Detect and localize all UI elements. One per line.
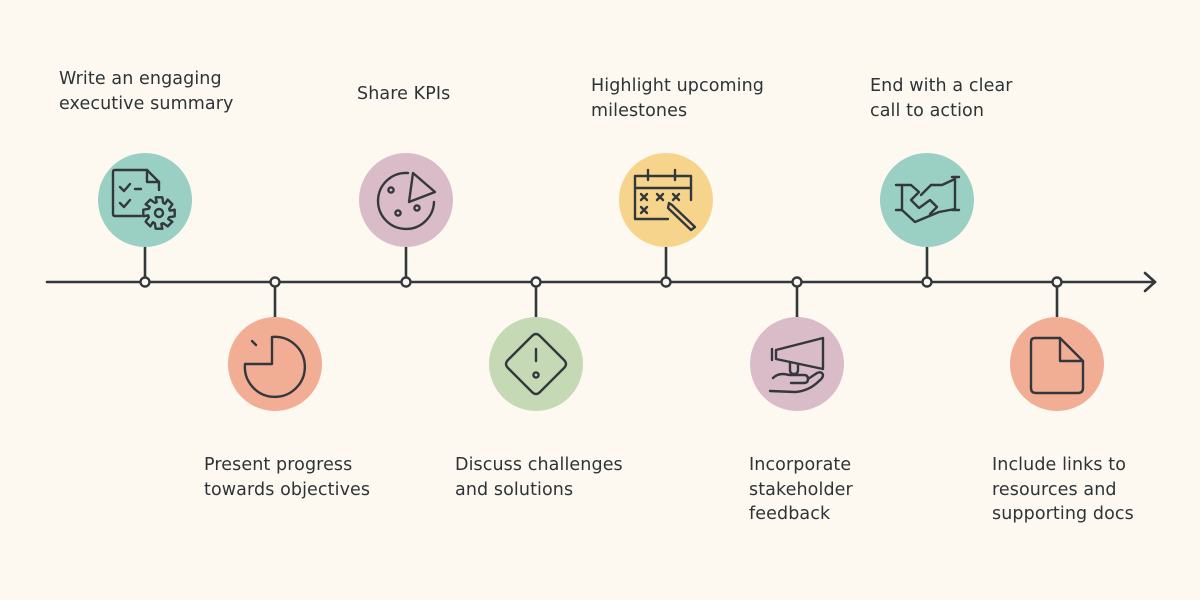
step-label-line: Share KPIs xyxy=(357,84,451,104)
step-label: Incorporate stakeholder feedback xyxy=(749,453,853,527)
timeline-step xyxy=(880,153,974,288)
timeline-axis xyxy=(45,271,1157,293)
step-label-line: and solutions xyxy=(455,479,574,500)
step-icon-badge xyxy=(619,153,713,247)
step-label: Share KPIs xyxy=(357,82,450,107)
step-label-line: milestones xyxy=(591,100,688,121)
step-label: Present progress towards objectives xyxy=(204,453,370,502)
step-label: Discuss challenges and solutions xyxy=(455,453,623,502)
step-label-line: call to action xyxy=(870,100,985,121)
step-label-line: feedback xyxy=(749,504,831,524)
timeline-node xyxy=(921,276,933,288)
step-label: End with a clear call to action xyxy=(870,74,1013,123)
step-icon-badge xyxy=(1010,317,1104,411)
step-label-line: resources and xyxy=(992,479,1117,500)
timeline-step xyxy=(619,153,713,288)
step-label-line: Discuss challenges xyxy=(455,455,623,475)
timeline-step xyxy=(489,276,583,411)
arrow-head-icon xyxy=(1143,271,1157,293)
timeline-step xyxy=(228,276,322,411)
step-label-line: stakeholder xyxy=(749,479,853,500)
megaphone-hand-icon xyxy=(768,336,825,394)
step-label-line: executive summary xyxy=(59,93,234,114)
step-label-line: supporting docs xyxy=(992,504,1134,524)
step-label: Include links to resources and supporting … xyxy=(992,453,1134,527)
timeline-node xyxy=(139,276,151,288)
checklist-gear-icon xyxy=(111,168,176,230)
calendar-pen-icon xyxy=(633,168,697,232)
step-label-line: Include links to xyxy=(992,455,1127,475)
timeline-step xyxy=(750,276,844,411)
step-icon-badge xyxy=(880,153,974,247)
timeline-step xyxy=(1010,276,1104,411)
pie-progress-icon xyxy=(243,335,307,399)
step-icon-badge xyxy=(359,153,453,247)
timeline-step xyxy=(359,153,453,288)
timeline-node xyxy=(530,276,542,288)
document-icon xyxy=(1029,336,1085,395)
step-label-line: Write an engaging xyxy=(59,69,222,89)
handshake-icon xyxy=(894,175,961,224)
step-label-line: End with a clear xyxy=(870,76,1013,96)
step-label-line: Highlight upcoming xyxy=(591,76,765,96)
pie-chart-kpi-icon xyxy=(376,171,437,231)
step-label: Highlight upcoming milestones xyxy=(591,74,764,123)
timeline-steps xyxy=(98,153,1104,411)
timeline-node xyxy=(660,276,672,288)
timeline-node xyxy=(791,276,803,288)
step-label: Write an engaging executive summary xyxy=(59,67,233,116)
timeline-node xyxy=(269,276,281,288)
step-icon-badge xyxy=(98,153,192,247)
warning-diamond-icon xyxy=(504,332,568,396)
step-label-line: Incorporate xyxy=(749,455,852,475)
timeline-step xyxy=(98,153,192,288)
timeline-node xyxy=(1051,276,1063,288)
timeline-node xyxy=(400,276,412,288)
step-icon-badge xyxy=(489,317,583,411)
step-label-line: towards objectives xyxy=(204,479,371,500)
step-label-line: Present progress xyxy=(204,455,353,475)
